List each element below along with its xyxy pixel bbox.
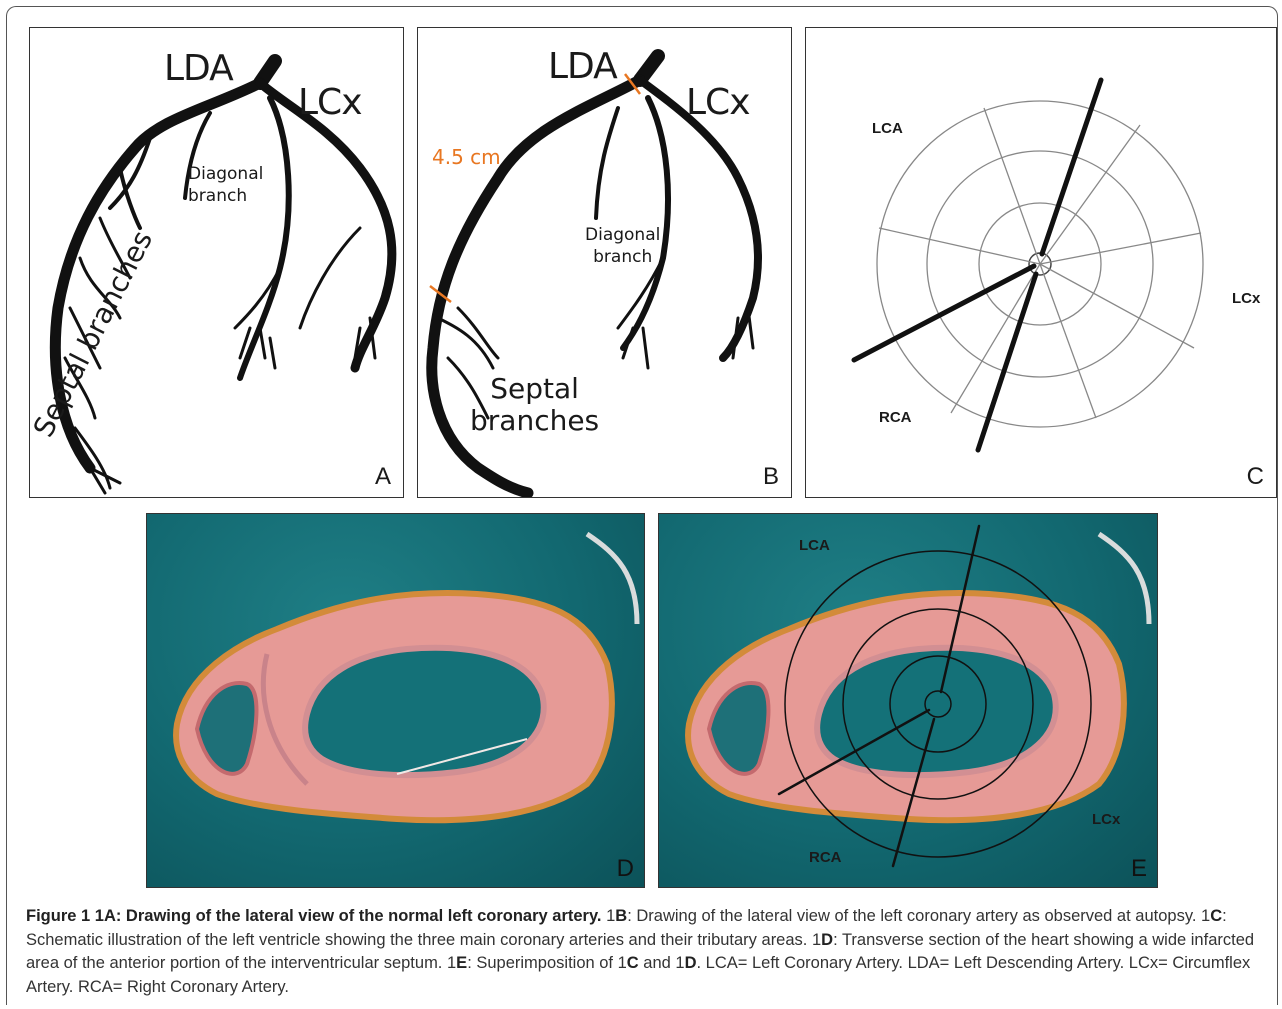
- ventricle-schematic: [806, 28, 1276, 497]
- caption-text: and 1: [639, 954, 685, 972]
- label-lca: LCA: [799, 537, 830, 554]
- panel-letter-a: A: [375, 463, 391, 491]
- panel-c: LCA LCx RCA C: [805, 27, 1277, 498]
- panel-d-photo: D: [146, 513, 645, 888]
- label-lca: LCA: [872, 120, 903, 137]
- panel-letter-c: C: [1247, 463, 1264, 491]
- caption-ref-letter: B: [615, 907, 627, 925]
- panel-a: LDA LCx Diagonal branch Septal branches …: [29, 27, 404, 498]
- label-rca: RCA: [879, 409, 912, 426]
- label-lda: LDA: [164, 48, 233, 89]
- caption-ref-letter: C: [627, 954, 639, 972]
- caption-ref-letter: D: [685, 954, 697, 972]
- label-septal: Septal branches: [470, 373, 599, 437]
- panel-e-photo: LCA LCx RCA E: [658, 513, 1158, 888]
- caption-text: : Drawing of the lateral view of the lef…: [627, 907, 1201, 925]
- panel-b: LDA LCx 4.5 cm Diagonal branch Septal br…: [417, 27, 792, 498]
- caption-text: : Superimposition of 1: [467, 954, 627, 972]
- caption-ref: 1: [606, 907, 615, 925]
- label-length: 4.5 cm: [432, 146, 501, 168]
- label-lcx: LCx: [298, 82, 362, 123]
- heart-section-overlay: [659, 514, 1157, 887]
- caption-ref-letter: D: [821, 931, 833, 949]
- label-lcx: LCx: [1232, 290, 1260, 307]
- panel-letter-d: D: [617, 855, 634, 883]
- panel-letter-e: E: [1131, 855, 1147, 883]
- caption-title: Figure 1 1A: Drawing of the lateral view…: [26, 907, 602, 925]
- label-diagonal: Diagonal branch: [585, 224, 660, 268]
- panel-letter-b: B: [763, 463, 779, 491]
- label-diagonal: Diagonal branch: [188, 163, 263, 207]
- heart-section-photo: [147, 514, 644, 887]
- figure-caption: Figure 1 1A: Drawing of the lateral view…: [26, 905, 1256, 999]
- caption-ref: 1: [1201, 907, 1210, 925]
- label-rca: RCA: [809, 849, 842, 866]
- caption-ref-letter: E: [456, 954, 467, 972]
- caption-ref: 1: [447, 954, 456, 972]
- label-lcx: LCx: [686, 82, 750, 123]
- label-lda: LDA: [548, 46, 617, 87]
- caption-ref: 1: [812, 931, 821, 949]
- label-lcx: LCx: [1092, 811, 1120, 828]
- caption-ref-letter: C: [1210, 907, 1222, 925]
